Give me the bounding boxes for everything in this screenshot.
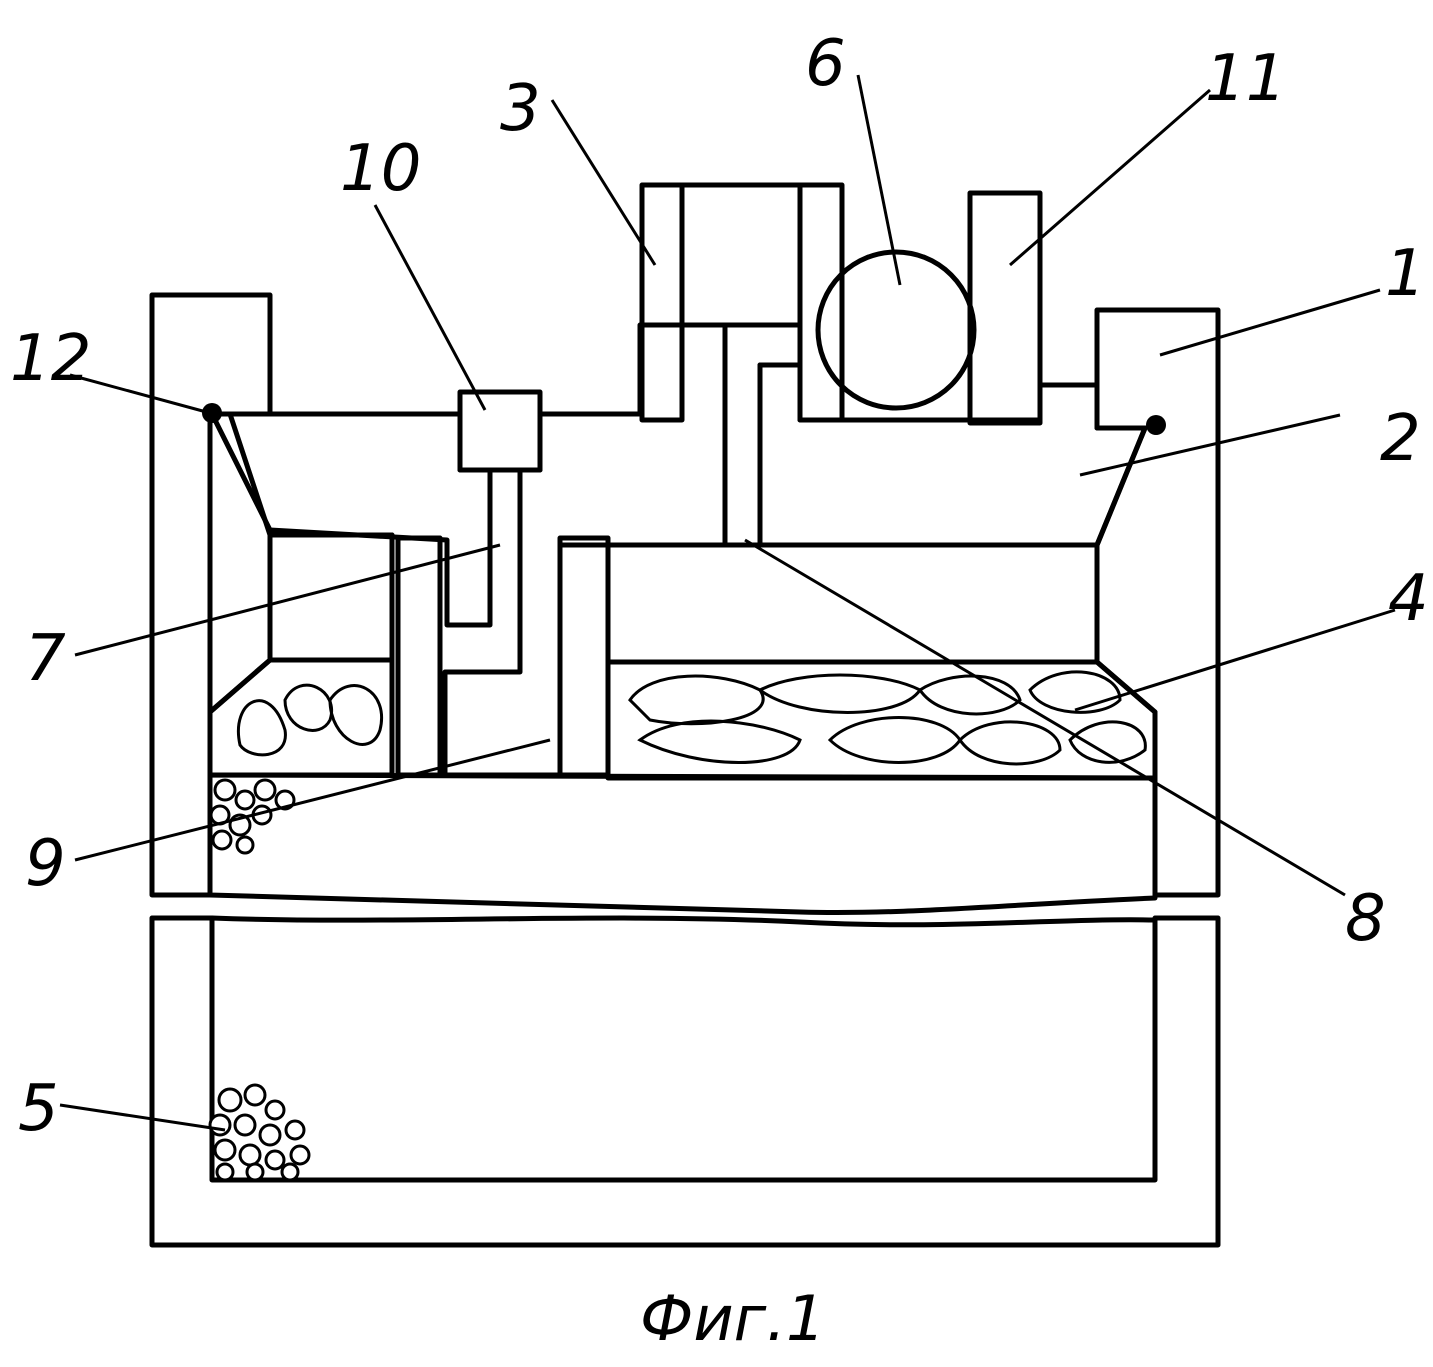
leader-lines xyxy=(60,75,1395,1130)
chambers xyxy=(210,535,1155,925)
label-9: 9 xyxy=(25,827,66,901)
granules-lower xyxy=(210,1085,309,1180)
filter-wall-right xyxy=(560,538,608,775)
label-6: 6 xyxy=(805,27,846,101)
neck-part-3 xyxy=(642,185,842,420)
channel-8 xyxy=(725,325,800,545)
label-5: 5 xyxy=(18,1072,59,1146)
part-11 xyxy=(970,193,1040,423)
filter-wall-left xyxy=(398,538,440,775)
label-10: 10 xyxy=(340,132,421,206)
figure-caption: Фиг.1 xyxy=(640,1282,825,1355)
label-7: 7 xyxy=(25,622,66,696)
label-8: 8 xyxy=(1345,882,1386,956)
filter-plug-10 xyxy=(460,392,540,470)
label-11: 11 xyxy=(1205,42,1286,116)
label-1: 1 xyxy=(1385,237,1426,311)
label-2: 2 xyxy=(1380,402,1421,476)
housing-lower xyxy=(152,918,1218,1245)
label-3: 3 xyxy=(500,72,541,146)
label-4: 4 xyxy=(1388,562,1429,636)
sorbent-4 xyxy=(238,672,1145,764)
label-12: 12 xyxy=(10,322,91,396)
